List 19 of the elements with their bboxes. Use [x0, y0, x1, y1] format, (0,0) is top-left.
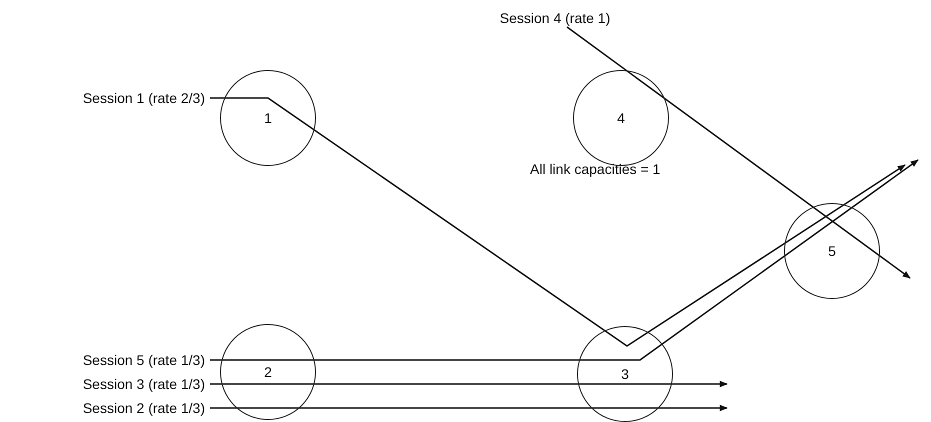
node-circle [220, 70, 316, 166]
session-path-arrow [566, 26, 911, 279]
node-number: 3 [621, 366, 629, 382]
node-number: 5 [828, 243, 836, 259]
session-label: Session 5 (rate 1/3) [5, 351, 205, 369]
session-path-arrow [210, 97, 906, 347]
node-number: 4 [617, 110, 625, 126]
node-circle [220, 324, 316, 420]
node-number: 1 [264, 110, 272, 126]
note-text: All link capacities = 1 [530, 160, 660, 178]
session-path-arrow [210, 380, 728, 388]
node-number: 2 [264, 364, 272, 380]
session-label: Session 3 (rate 1/3) [5, 375, 205, 393]
session-label: Session 1 (rate 2/3) [5, 89, 205, 107]
session-label: Session 4 (rate 1) [480, 9, 630, 27]
node-circle [577, 326, 673, 422]
session-label: Session 2 (rate 1/3) [5, 399, 205, 417]
node-circle [784, 203, 880, 299]
session-path-arrow [210, 159, 919, 361]
